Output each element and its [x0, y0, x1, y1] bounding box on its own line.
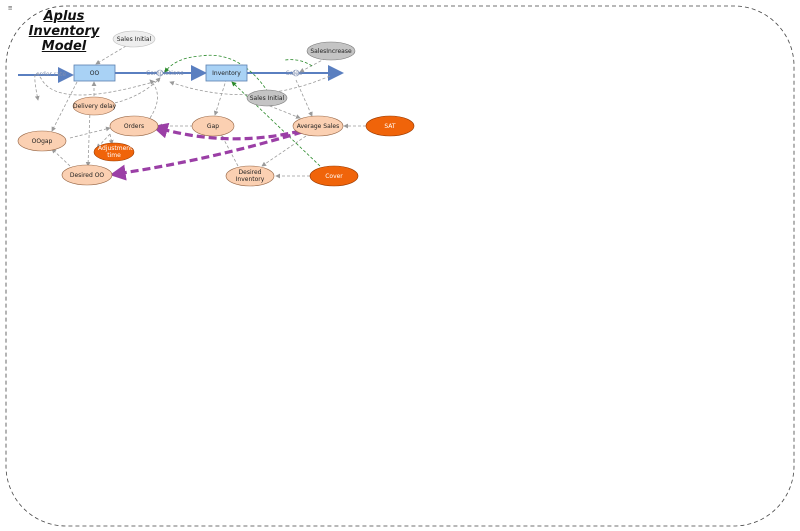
flow-label-order-rate: order rate	[36, 71, 67, 78]
label-cover: Cover	[325, 173, 343, 180]
node-desired-inventory[interactable]	[225, 165, 275, 187]
stock-label-inventory: Inventory	[212, 70, 241, 77]
title-line-3: Model	[41, 39, 87, 54]
node-sales-initial-mid[interactable]	[246, 89, 288, 107]
label-gap: Gap	[206, 123, 220, 130]
node-cover[interactable]	[309, 165, 359, 187]
stock-inventory[interactable]	[205, 64, 248, 82]
label-desired-inventory: Desired Inventory	[235, 169, 265, 183]
label-sales-initial-mid: Sales Initial	[249, 95, 285, 102]
label-adjustment-time: Adjustment time	[98, 145, 133, 159]
node-adjustment-time[interactable]	[93, 142, 135, 162]
title-line-2: Inventory	[28, 24, 100, 39]
label-oo-gap: OOgap	[31, 138, 53, 145]
label-sales-increase: SalesIncrease	[310, 48, 352, 55]
node-delivery-delay[interactable]	[72, 96, 116, 116]
model-boundary	[5, 5, 795, 527]
label-desired-oo: Desired OO	[69, 172, 105, 179]
corner-mark: ≡	[8, 4, 13, 12]
green-links	[164, 54, 321, 167]
node-sales-increase[interactable]	[306, 41, 356, 61]
flow-label-sales: Sales	[286, 70, 302, 77]
flow-label-completions: Completions	[146, 70, 184, 77]
node-sales-initial-top[interactable]	[112, 30, 156, 48]
stock-label-oo: OO	[89, 70, 100, 77]
title-line-1: Aplus	[43, 9, 85, 24]
valve-completions	[156, 69, 164, 77]
node-gap[interactable]	[191, 115, 235, 137]
label-sat: SAT	[384, 123, 396, 130]
diagram-title: Aplus Inventory Model	[28, 9, 100, 54]
stock-oo[interactable]	[73, 64, 116, 82]
label-sales-initial-top: Sales Initial	[116, 36, 152, 43]
node-oo-gap[interactable]	[17, 130, 67, 152]
label-delivery-delay: Delivery delay	[73, 103, 117, 110]
node-desired-oo[interactable]	[61, 164, 113, 186]
label-orders: Orders	[123, 123, 145, 130]
valve-sales	[292, 69, 300, 77]
highlight-arrows	[109, 122, 303, 181]
label-average-sales: Average Sales	[296, 123, 340, 130]
node-orders[interactable]	[109, 115, 159, 137]
node-average-sales[interactable]	[292, 115, 344, 137]
node-sat[interactable]	[365, 115, 415, 137]
